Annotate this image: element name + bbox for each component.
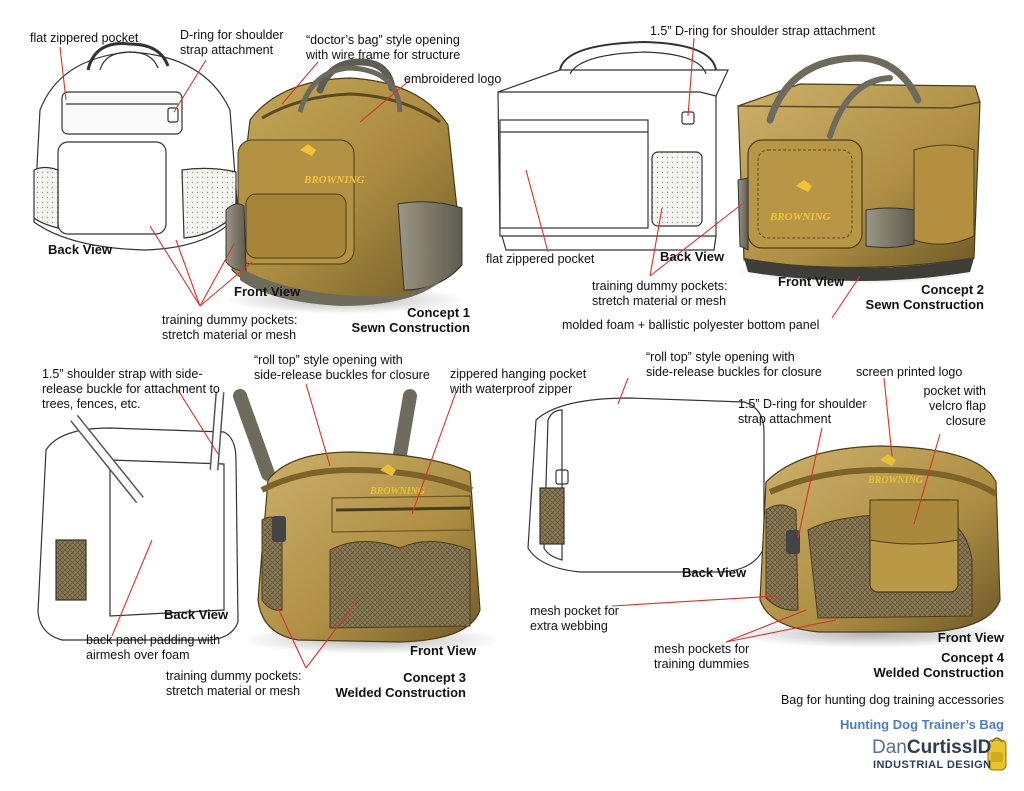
concept3-front-view-label: Front View xyxy=(410,643,477,658)
callout-strap-c3-line1: 1.5” shoulder strap with side- xyxy=(42,367,203,381)
callout-pockets-c2-line1: training dummy pockets: xyxy=(592,279,728,293)
callout-doctors-bag-line2: with wire frame for structure xyxy=(306,48,461,62)
callout-rolltop-c4-line2: side-release buckles for closure xyxy=(646,365,822,379)
callout-dring-c4-line2: strap attachment xyxy=(738,412,832,426)
designer-logo-wordmark: DanCurtissID xyxy=(872,738,991,758)
concept1-back-sketch xyxy=(33,42,239,251)
callout-pockets-c2-line2: stretch material or mesh xyxy=(592,294,727,308)
callout-mesh-pockets-line1: mesh pockets for xyxy=(654,642,750,656)
callout-strap-c3-line2: release buckle for attachment to xyxy=(42,382,220,396)
callout-webbing-line1: mesh pocket for xyxy=(530,604,619,618)
concept4-back-view-label: Back View xyxy=(682,565,747,580)
logo-curtiss-text: CurtissID xyxy=(906,737,992,758)
concept2-construction: Sewn Construction xyxy=(865,297,984,312)
callout-rolltop-c4-line1: “roll top” style opening with xyxy=(646,350,795,364)
callout-velcro-line1: pocket with xyxy=(923,384,986,398)
callout-pockets-c3-line2: stretch material or mesh xyxy=(166,684,301,698)
callout-velcro-line3: closure xyxy=(945,414,986,428)
callout-pockets-c3-line1: training dummy pockets: xyxy=(166,669,302,683)
concept1-title: Concept 1 xyxy=(407,305,470,320)
dancurtiss-logo-mark xyxy=(987,737,1007,771)
concept4-brand-mark: BROWNING xyxy=(867,475,924,486)
callout-leader-lines xyxy=(59,37,941,669)
callout-dring-c1-line1: D-ring for shoulder xyxy=(180,28,284,42)
callout-mesh-pockets-line2: training dummies xyxy=(654,657,750,671)
callout-flat-zippered-pocket-c1: flat zippered pocket xyxy=(30,31,139,45)
callout-dring-c4-line1: 1.5” D-ring for shoulder xyxy=(738,397,867,411)
concept2-title: Concept 2 xyxy=(921,282,984,297)
callout-doctors-bag-line1: “doctor’s bag” style opening xyxy=(306,33,460,47)
concept4-front-view-label: Front View xyxy=(937,630,1004,645)
concept4-front-render: BROWNING xyxy=(730,445,1010,648)
concept3-back-view-label: Back View xyxy=(164,607,229,622)
concept2-back-sketch xyxy=(497,40,729,251)
concept3-front-render: BROWNING xyxy=(233,389,502,654)
callout-rolltop-c3-line1: “roll top” style opening with xyxy=(254,353,403,367)
designer-logo-subtitle: INDUSTRIAL DESIGN xyxy=(873,759,992,771)
concept2-front-render: BROWNING xyxy=(735,54,981,284)
callout-hanging-pocket-line2: with waterproof zipper xyxy=(450,382,573,396)
callout-embroidered-logo: embroidered logo xyxy=(404,72,502,86)
callout-pockets-c1-line1: training dummy pockets: xyxy=(162,313,298,327)
callout-screen-printed-logo: screen printed logo xyxy=(856,365,963,379)
concept3-back-sketch xyxy=(37,391,239,641)
callout-back-padding-line1: back panel padding with xyxy=(86,633,221,647)
concept2-brand-mark: BROWNING xyxy=(769,211,831,223)
callout-bottom-panel: molded foam + ballistic polyester bottom… xyxy=(562,318,820,332)
callout-rolltop-c3-line2: side-release buckles for closure xyxy=(254,368,430,382)
logo-dan-text: Dan xyxy=(872,737,907,758)
concept1-front-view-label: Front View xyxy=(234,284,301,299)
callout-hanging-pocket-line1: zippered hanging pocket xyxy=(450,367,587,381)
concept2-back-view-label: Back View xyxy=(660,249,725,264)
callout-velcro-line2: velcro flap xyxy=(929,399,986,413)
concept2-front-view-label: Front View xyxy=(778,274,845,289)
concept3-brand-mark: BROWNING xyxy=(369,486,426,497)
callout-back-padding-line2: airmesh over foam xyxy=(86,648,190,662)
callout-pockets-c1-line2: stretch material or mesh xyxy=(162,328,297,342)
project-title: Hunting Dog Trainer’s Bag xyxy=(840,717,1004,732)
concept4-back-sketch xyxy=(527,397,765,573)
concept1-brand-mark: BROWNING xyxy=(303,174,365,186)
concept1-back-view-label: Back View xyxy=(48,242,113,257)
project-description: Bag for hunting dog training accessories xyxy=(780,693,1004,707)
concept4-title: Concept 4 xyxy=(941,650,1004,665)
concept3-title: Concept 3 xyxy=(403,670,466,685)
concept3-construction: Welded Construction xyxy=(335,685,466,700)
concept4-construction: Welded Construction xyxy=(873,665,1004,680)
callout-webbing-line2: extra webbing xyxy=(530,619,608,633)
concept1-front-render: BROWNING xyxy=(225,58,465,314)
callout-strap-c3-line3: trees, fences, etc. xyxy=(42,397,141,411)
callout-flat-zippered-pocket-c2: flat zippered pocket xyxy=(486,252,595,266)
callout-dring-c2: 1.5” D-ring for shoulder strap attachmen… xyxy=(650,24,876,38)
concept1-construction: Sewn Construction xyxy=(351,320,470,335)
callout-dring-c1-line2: strap attachment xyxy=(180,43,274,57)
